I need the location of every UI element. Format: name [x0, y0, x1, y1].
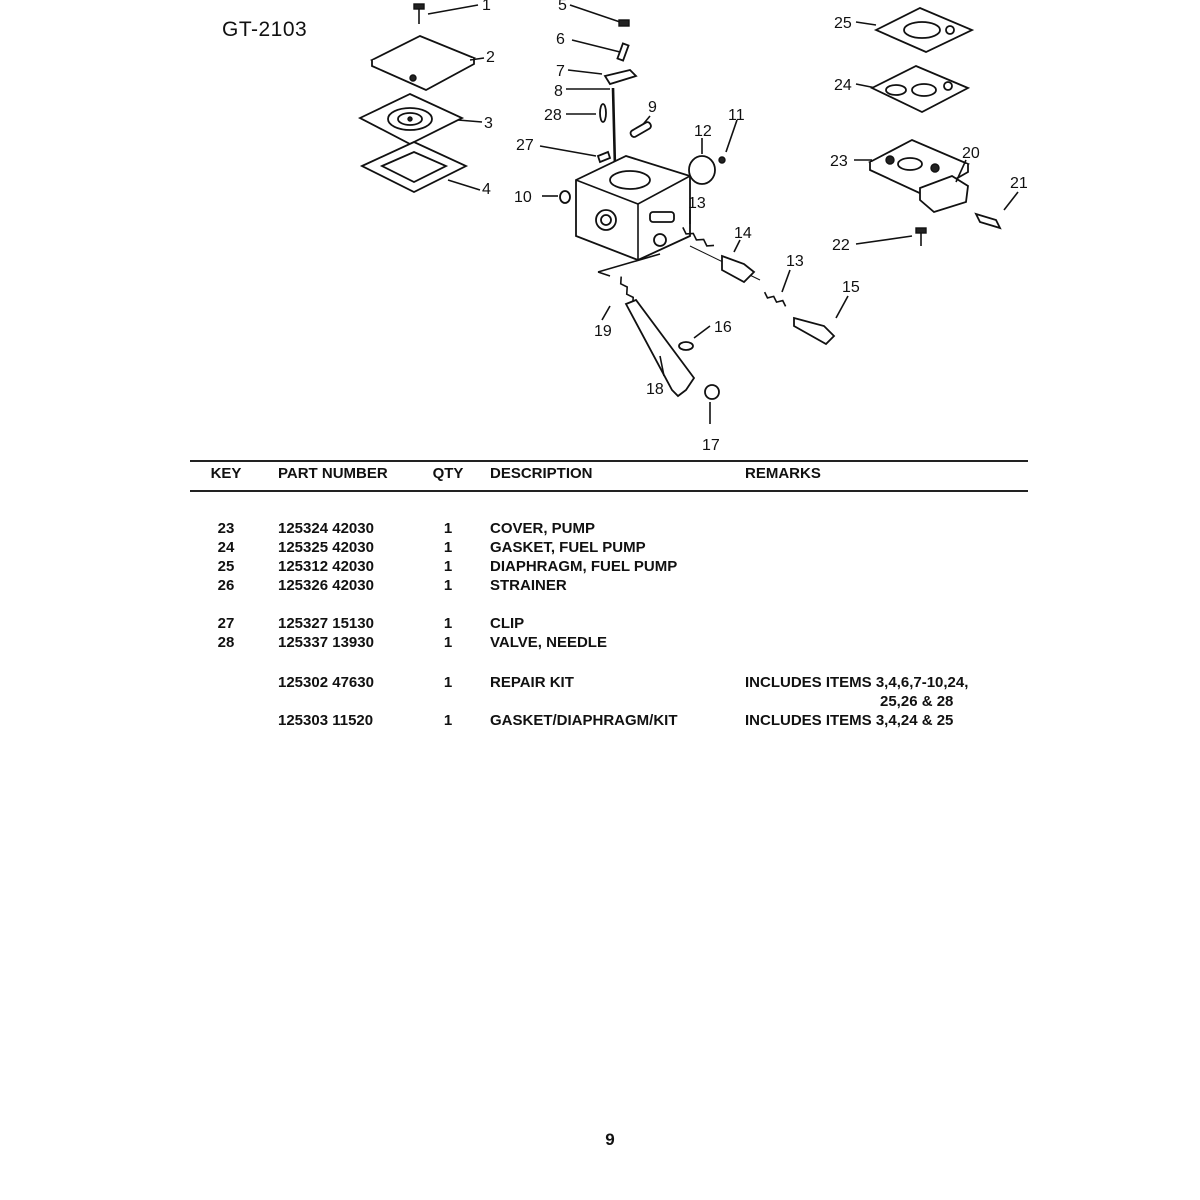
- row-part-number: 125324 42030: [278, 520, 374, 537]
- callout-18: 18: [646, 381, 664, 398]
- spring-screw-assembly: [682, 210, 849, 346]
- row-description: GASKET, FUEL PUMP: [490, 539, 646, 556]
- callout-2: 2: [486, 49, 495, 66]
- callout-8: 8: [554, 83, 563, 100]
- header-remarks: REMARKS: [745, 465, 821, 482]
- row-description: VALVE, NEEDLE: [490, 634, 607, 651]
- gasket-part-4: [359, 141, 481, 194]
- callout-19: 19: [594, 323, 612, 340]
- row-key: 26: [217, 577, 235, 594]
- table-row: 27 125327 15130 1 CLIP: [190, 615, 1028, 634]
- header-qty: QTY: [432, 465, 464, 482]
- callout-4: 4: [482, 181, 491, 198]
- model-code: GT-2103: [222, 18, 308, 41]
- row-key: 25: [217, 558, 235, 575]
- lever-assembly: [597, 253, 720, 424]
- screw-part-1: [413, 3, 479, 24]
- table-header-rule: [190, 490, 1028, 492]
- callout-24: 24: [834, 77, 852, 94]
- cover-part-2: [369, 35, 485, 92]
- row-part-number: 125327 15130: [278, 615, 374, 632]
- row-qty: 1: [443, 634, 453, 651]
- row-part-number: 125337 13930: [278, 634, 374, 651]
- row-description: COVER, PUMP: [490, 520, 596, 537]
- table-row: 125302 47630 1 REPAIR KIT INCLUDES ITEMS…: [190, 674, 1028, 693]
- row-remarks: INCLUDES ITEMS 3,4,24 & 25: [745, 712, 954, 729]
- callout-25: 25: [834, 15, 852, 32]
- row-key: 23: [217, 520, 235, 537]
- row-key: 28: [217, 634, 235, 651]
- exploded-parts-diagram: 1 2 3 4 5 6 7 8 28 9 27 10 12 11 13 14 1…: [357, 0, 1028, 454]
- header-part-number: PART NUMBER: [278, 465, 388, 482]
- row-qty: 1: [443, 615, 453, 632]
- table-row: 125303 11520 1 GASKET/DIAPHRAGM/KIT INCL…: [190, 712, 1028, 731]
- row-part-number: 125326 42030: [278, 577, 374, 594]
- page-number: 9: [605, 1130, 615, 1149]
- header-description: DESCRIPTION: [490, 465, 593, 482]
- table-row: 28 125337 13930 1 VALVE, NEEDLE: [190, 634, 1028, 653]
- row-description: DIAPHRAGM, FUEL PUMP: [490, 558, 678, 575]
- row-qty: 1: [443, 577, 453, 594]
- pump-gasket-part-24: [855, 65, 971, 114]
- row-remarks: INCLUDES ITEMS 3,4,6,7-10,24,: [745, 674, 969, 691]
- callout-17: 17: [702, 437, 720, 454]
- needle-assembly: [539, 4, 652, 169]
- pump-cover-part-23: [854, 139, 1019, 246]
- row-qty: 1: [443, 558, 453, 575]
- pump-diaphragm-part-25: [855, 7, 975, 53]
- callout-5: 5: [558, 0, 567, 14]
- callout-20: 20: [962, 145, 980, 162]
- callout-27: 27: [516, 137, 534, 154]
- table-row: 23 125324 42030 1 COVER, PUMP: [190, 520, 1028, 539]
- callout-28: 28: [544, 107, 562, 124]
- callout-14: 14: [734, 225, 752, 242]
- row-key: 24: [217, 539, 235, 556]
- row-qty: 1: [443, 520, 453, 537]
- row-key: 27: [217, 615, 235, 632]
- callout-11: 11: [728, 107, 745, 124]
- callout-6: 6: [556, 31, 565, 48]
- row-part-number: 125303 11520: [278, 712, 374, 729]
- callout-10: 10: [514, 189, 532, 206]
- row-description: GASKET/DIAPHRAGM/KIT: [490, 712, 678, 729]
- callout-1: 1: [482, 0, 491, 14]
- row-description: CLIP: [490, 615, 525, 632]
- callout-22: 22: [832, 237, 850, 254]
- callout-3: 3: [484, 115, 493, 132]
- callout-7: 7: [556, 63, 565, 80]
- header-key: KEY: [210, 465, 242, 482]
- row-qty: 1: [443, 674, 453, 691]
- diaphragm-part-3: [357, 93, 483, 146]
- row-part-number: 125302 47630: [278, 674, 374, 691]
- callout-23: 23: [830, 153, 848, 170]
- row-part-number: 125325 42030: [278, 539, 374, 556]
- callout-21: 21: [1010, 175, 1028, 192]
- table-row: 26 125326 42030 1 STRAINER: [190, 577, 1028, 596]
- carburetor-body: [542, 155, 691, 261]
- table-row-continuation: 25,26 & 28: [190, 693, 1028, 712]
- callout-16: 16: [714, 319, 732, 336]
- row-qty: 1: [443, 712, 453, 729]
- callout-13-a: 13: [688, 195, 706, 212]
- row-qty: 1: [443, 539, 453, 556]
- plug-part-12: [688, 119, 738, 185]
- callout-9: 9: [648, 99, 657, 116]
- row-description: STRAINER: [490, 577, 567, 594]
- table-top-rule: [190, 460, 1028, 462]
- row-description: REPAIR KIT: [490, 674, 574, 691]
- callout-15: 15: [842, 279, 860, 296]
- table-row: 24 125325 42030 1 GASKET, FUEL PUMP: [190, 539, 1028, 558]
- callout-12: 12: [694, 123, 712, 140]
- table-row: 25 125312 42030 1 DIAPHRAGM, FUEL PUMP: [190, 558, 1028, 577]
- callout-13-b: 13: [786, 253, 804, 270]
- row-remarks-continued: 25,26 & 28: [880, 693, 954, 710]
- row-part-number: 125312 42030: [278, 558, 374, 575]
